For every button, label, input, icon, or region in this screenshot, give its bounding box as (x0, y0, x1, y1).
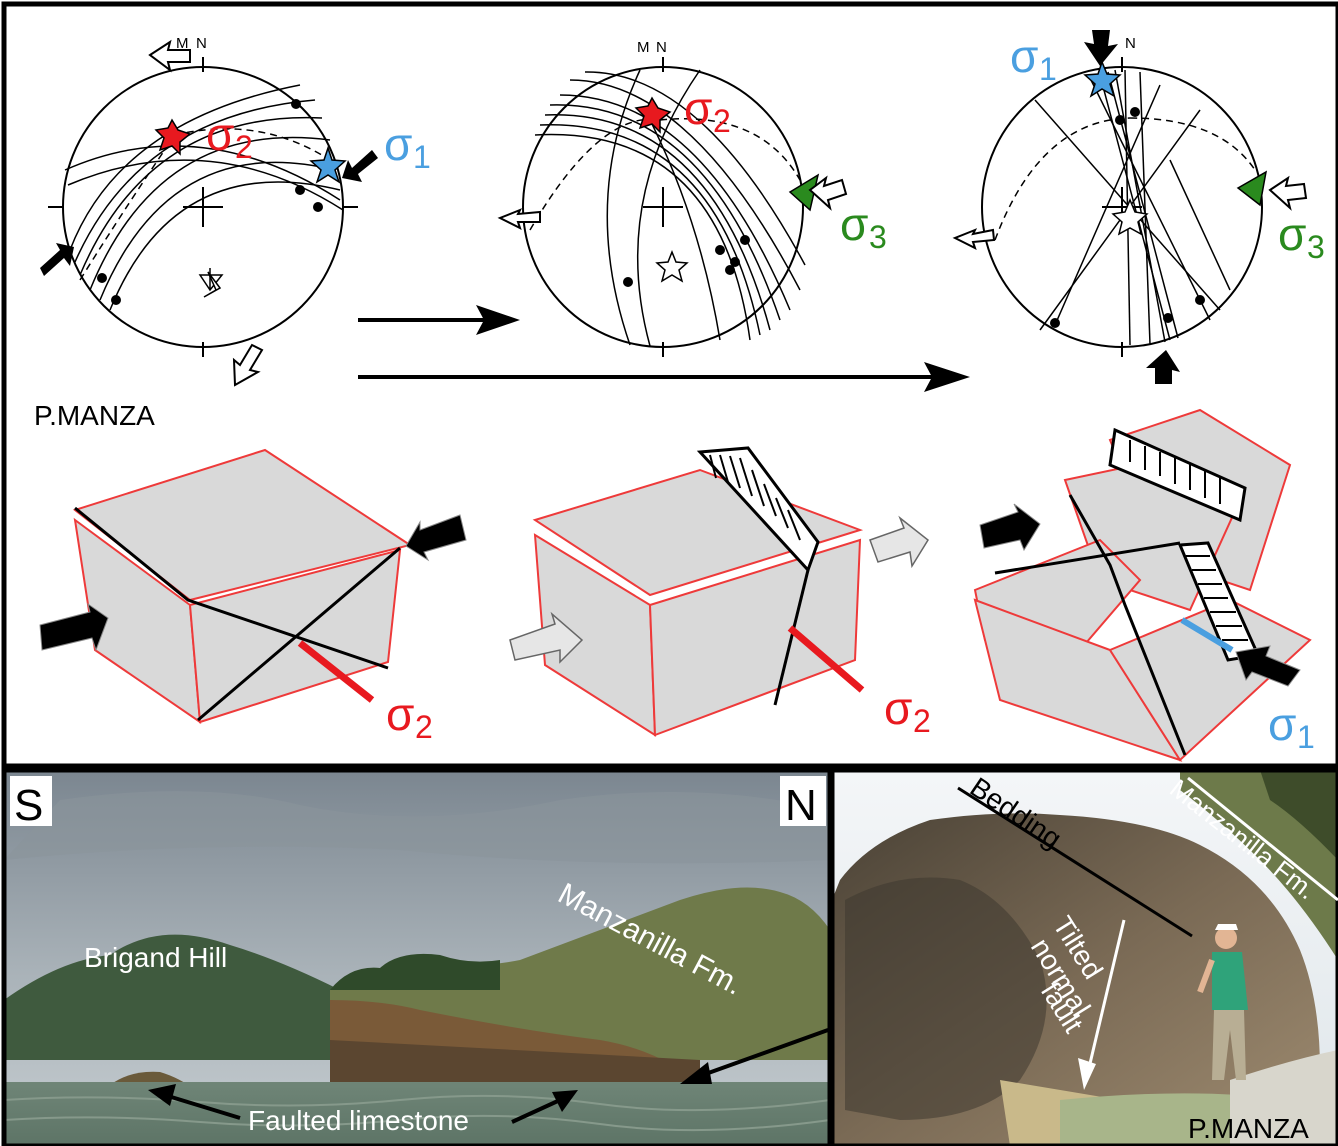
compression-arrow-icon (979, 503, 1041, 552)
compression-arrow-icon (1146, 350, 1180, 384)
svg-text:2: 2 (713, 103, 731, 139)
faulted-limestone-label: Faulted limestone (248, 1105, 469, 1136)
svg-text:2: 2 (415, 709, 433, 745)
svg-text:σ: σ (1268, 698, 1296, 750)
north-label-n: N (656, 39, 667, 56)
sigma2-label: σ 2 (386, 688, 433, 745)
svg-text:σ: σ (1010, 30, 1038, 82)
sigma2-star-1 (154, 118, 192, 156)
north-label: N (785, 781, 817, 830)
north-label-box (780, 776, 826, 826)
south-label-box (10, 776, 52, 826)
block-diagram-3 (973, 408, 1312, 762)
sigma3-label: σ 3 (840, 198, 887, 255)
sigma1-star-3 (1083, 59, 1122, 98)
compression-arrow-icon (1084, 30, 1118, 66)
sequence-arrow-short (358, 305, 520, 335)
extension-arrow-icon (952, 228, 996, 250)
sigma2-label: σ 2 (884, 682, 931, 739)
svg-text:σ: σ (386, 688, 414, 740)
compression-arrow-icon (342, 150, 378, 182)
svg-text:2: 2 (913, 703, 931, 739)
stereonet-3 (981, 57, 1263, 357)
svg-text:σ: σ (206, 108, 234, 160)
sigma1-label: σ 1 (384, 118, 431, 175)
svg-text:1: 1 (413, 139, 431, 175)
svg-text:σ: σ (384, 118, 412, 170)
pointer-arrow (680, 1028, 829, 1084)
pointer-arrow (511, 1090, 578, 1124)
site-label: P.MANZA (34, 400, 155, 431)
svg-text:3: 3 (1307, 229, 1325, 265)
bedding-line (957, 786, 1193, 938)
svg-text:3: 3 (869, 219, 887, 255)
extension-arrow-icon (869, 515, 929, 569)
sigma1-label: σ 1 (1010, 30, 1057, 87)
pointer-arrow (148, 1084, 241, 1120)
sigma2-label: σ 2 (684, 82, 731, 139)
extension-arrow-icon (509, 611, 584, 664)
brigand-hill-label: Brigand Hill (84, 942, 227, 973)
extension-arrow-icon (148, 39, 191, 73)
extension-arrow-icon (1268, 175, 1308, 211)
extension-arrow-icon (808, 175, 848, 211)
north-label-m: M (176, 35, 189, 52)
compression-arrow-icon (1235, 645, 1301, 687)
block-diagram-1 (72, 448, 413, 725)
extension-arrow-icon (232, 343, 264, 387)
compression-arrow-icon (40, 243, 74, 276)
block-diagram-2 (532, 446, 865, 737)
svg-text:σ: σ (840, 198, 868, 250)
compression-arrow-icon (39, 602, 109, 652)
svg-text:σ: σ (884, 682, 912, 734)
sigma1-star-1 (309, 145, 347, 184)
svg-text:1: 1 (1297, 719, 1315, 755)
svg-text:σ: σ (1278, 208, 1306, 260)
photo-outcrop (832, 770, 1338, 1146)
svg-text:σ: σ (684, 82, 712, 134)
site-label: P.MANZA (1188, 1113, 1309, 1144)
sigma1-label: σ 1 (1268, 698, 1315, 755)
svg-text:2: 2 (235, 129, 253, 165)
stereonet-2 (522, 57, 806, 357)
compression-arrow-icon (405, 514, 467, 562)
svg-text:1: 1 (1039, 51, 1057, 87)
south-label: S (14, 781, 43, 830)
fault-slip-arrow (1078, 919, 1126, 1090)
north-label-m: M (637, 39, 650, 56)
north-label-n: N (1125, 35, 1136, 52)
formation-line (1187, 776, 1338, 902)
person-figure (1197, 924, 1248, 1080)
sigma3-label: σ 3 (1278, 208, 1325, 265)
sigma3-marker-3 (1236, 170, 1268, 207)
sigma2-star-2 (634, 96, 672, 134)
extension-arrow-icon (497, 208, 541, 230)
sequence-arrow-long (358, 362, 970, 392)
sigma2-label: σ 2 (206, 108, 253, 165)
north-label-n: N (196, 35, 207, 52)
